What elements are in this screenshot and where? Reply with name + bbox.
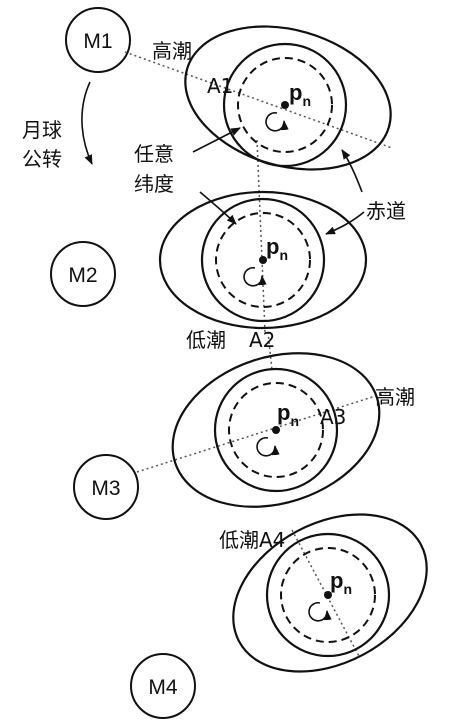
moon-m3: M3 xyxy=(73,454,139,520)
latitude-label-line2: 纬度 xyxy=(134,172,174,196)
earth-3-equator-circle xyxy=(213,367,339,493)
latitude-arrow-1 xyxy=(192,127,241,153)
earth-1-rotation-arrow xyxy=(265,111,289,132)
revolution-arrow xyxy=(81,81,93,165)
earth-4: pn xyxy=(232,513,428,673)
tidal-bulge-3 xyxy=(171,352,381,508)
point-a3-label: A3 xyxy=(320,405,346,429)
earth-3-pn-label: pn xyxy=(277,400,299,429)
latitude-label-line1: 任意 xyxy=(134,142,174,166)
tidal-bulge-2 xyxy=(158,190,368,330)
earth-2-pn-label: pn xyxy=(266,234,288,263)
earth-1: pn xyxy=(184,25,392,171)
earth-4-pole xyxy=(324,591,332,599)
low-tide-label-2: 低潮 xyxy=(186,328,226,352)
moon-m2-label: M2 xyxy=(68,264,97,287)
earth-3: pn xyxy=(171,352,381,508)
point-a1-label: A1 xyxy=(207,74,233,98)
axis-line-m1 xyxy=(124,51,393,149)
moon-m4: M4 xyxy=(130,653,196,719)
earth-3-rotation-arrow xyxy=(256,436,280,457)
high-tide-label-3: 高潮 xyxy=(375,385,415,409)
equator-arrow-1 xyxy=(341,149,363,193)
point-a2-label: A2 xyxy=(249,328,275,352)
moon-m3-label: M3 xyxy=(91,477,120,500)
axis-line-m2 xyxy=(256,139,266,333)
axis-line-link xyxy=(267,331,273,371)
earth-2-pole xyxy=(259,256,267,264)
earth-1-equator-circle xyxy=(222,42,348,168)
moon-revolution-label-line1: 月球 xyxy=(22,118,62,142)
earth-1-pole xyxy=(281,101,289,109)
axis-line-m3 xyxy=(136,391,389,473)
earth-4-latitude-circle xyxy=(280,547,376,643)
earth-2: pn xyxy=(158,190,368,330)
earth-2-equator-circle xyxy=(200,197,326,323)
earth-4-rotation-arrow xyxy=(308,601,332,622)
tidal-bulge-1 xyxy=(184,25,392,171)
earth-2-rotation-arrow xyxy=(243,266,267,287)
equator-label: 赤道 xyxy=(366,199,406,223)
earth-4-equator-circle xyxy=(265,532,391,658)
moon-m1: M1 xyxy=(65,7,131,73)
earth-3-pole xyxy=(272,426,280,434)
moon-m4-label: M4 xyxy=(148,676,177,699)
earth-4-pn-label: pn xyxy=(330,568,352,597)
pointer-arrows xyxy=(81,81,365,235)
moon-m1-label: M1 xyxy=(83,30,112,53)
earth-1-latitude-circle xyxy=(237,57,333,153)
low-tide-label-4: 低潮A4 xyxy=(219,528,285,552)
moon-m2: M2 xyxy=(50,241,116,307)
earth-1-pn-label: pn xyxy=(289,80,311,109)
equator-arrow-2 xyxy=(325,211,365,235)
earth-3-latitude-circle xyxy=(228,382,324,478)
tidal-bulge-4 xyxy=(232,513,428,673)
earth-2-latitude-circle xyxy=(215,212,311,308)
high-tide-label-1: 高潮 xyxy=(152,39,192,63)
moon-revolution-label-line2: 公转 xyxy=(22,147,62,171)
latitude-arrow-2 xyxy=(199,191,237,225)
